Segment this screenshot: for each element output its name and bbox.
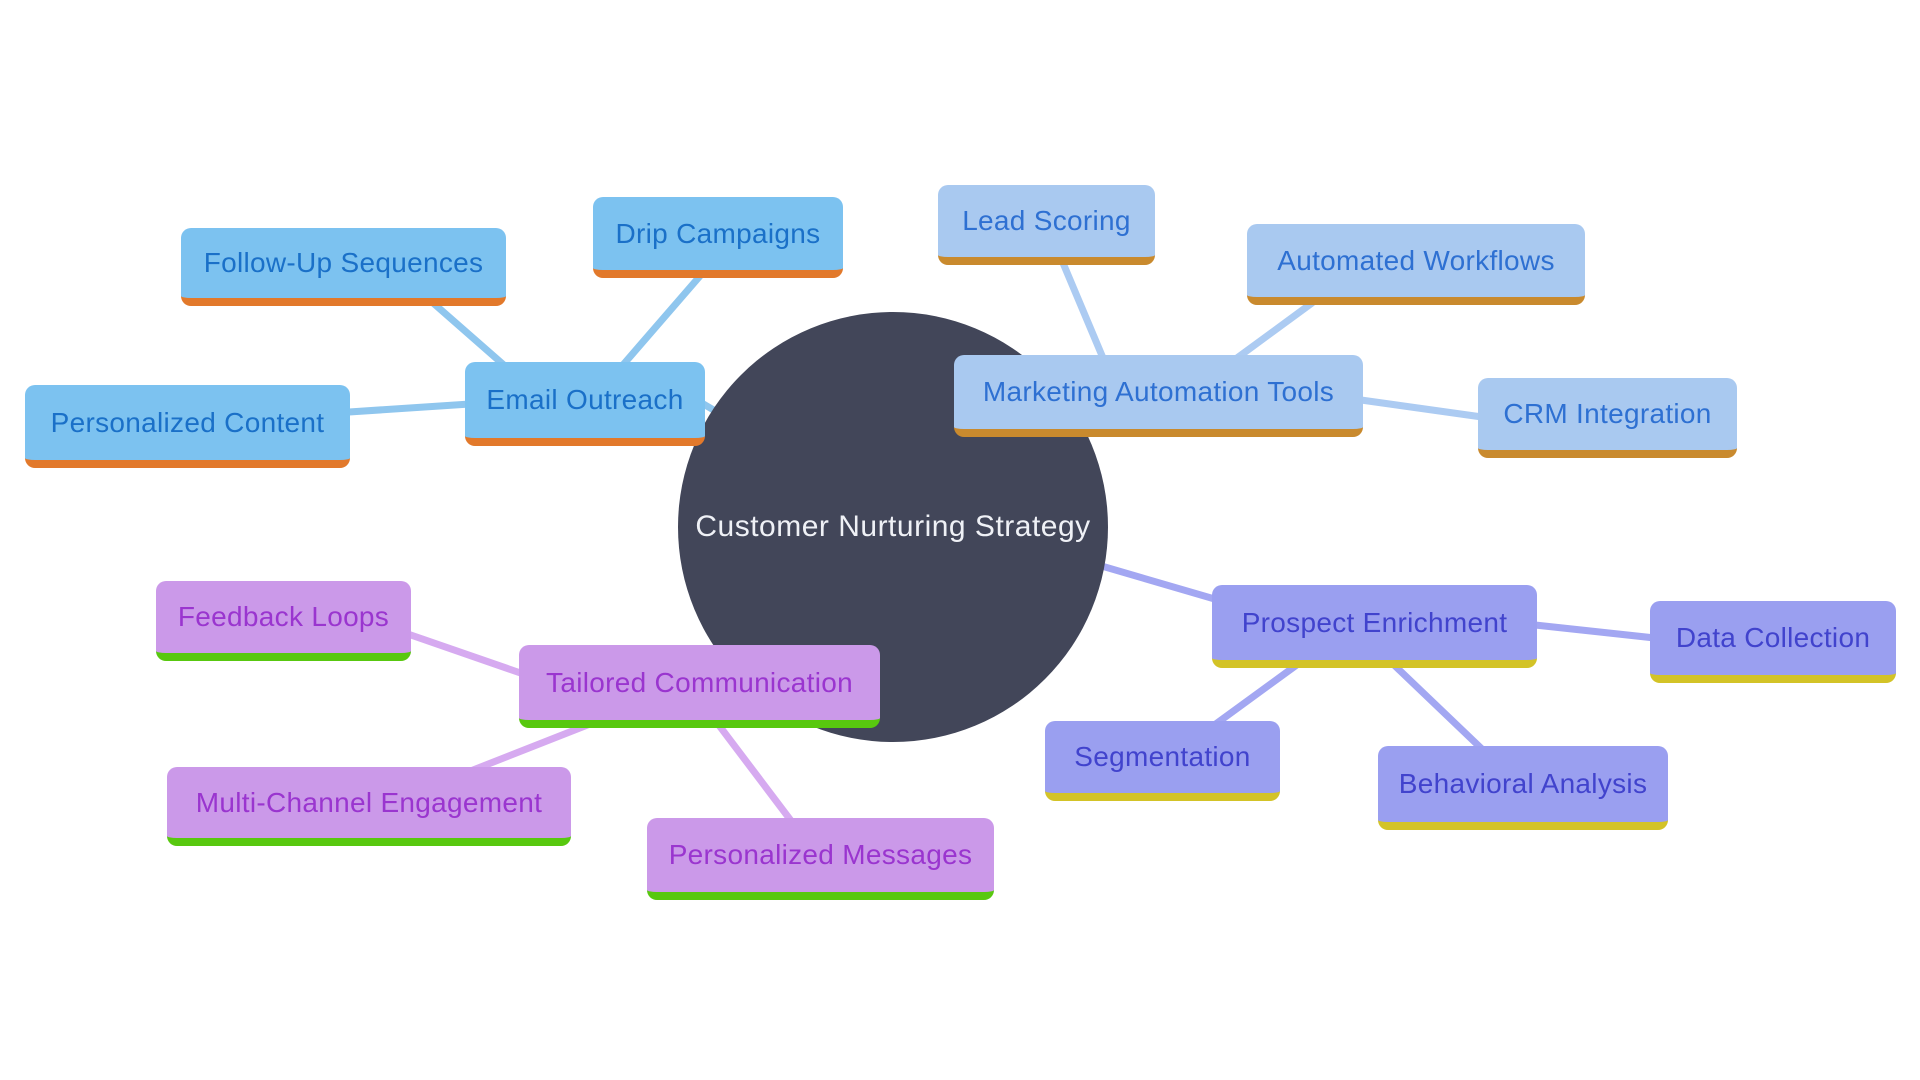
- node-personalized-messages[interactable]: Personalized Messages: [647, 818, 994, 900]
- node-automated-workflows[interactable]: Automated Workflows: [1247, 224, 1585, 305]
- node-data-collection[interactable]: Data Collection: [1650, 601, 1896, 683]
- connector-pros-segmentation: [1209, 660, 1302, 730]
- connector-mkt-crm: [1357, 396, 1486, 421]
- node-tailored-communication[interactable]: Tailored Communication: [519, 645, 880, 728]
- connector-mkt-lead-scoring: [1059, 259, 1107, 362]
- connector-purp-feedback: [401, 629, 539, 682]
- node-feedback-loops[interactable]: Feedback Loops: [156, 581, 411, 661]
- node-lead-scoring[interactable]: Lead Scoring: [938, 185, 1155, 265]
- connector-mkt-automated-workflows: [1233, 299, 1316, 362]
- connector-pros-behavioral: [1389, 660, 1487, 754]
- connector-pros-data-collection: [1531, 621, 1659, 642]
- node-drip-campaigns[interactable]: Drip Campaigns: [593, 197, 843, 278]
- connector-purp-personalized-messages: [714, 720, 796, 826]
- node-behavioral-analysis[interactable]: Behavioral Analysis: [1378, 746, 1668, 830]
- connector-email-drip: [618, 272, 704, 370]
- node-segmentation[interactable]: Segmentation: [1045, 721, 1280, 801]
- node-prospect-enrichment[interactable]: Prospect Enrichment: [1212, 585, 1537, 668]
- connector-purp-multichannel: [464, 720, 594, 776]
- node-follow-up-sequences[interactable]: Follow-Up Sequences: [181, 228, 506, 306]
- node-personalized-content[interactable]: Personalized Content: [25, 385, 350, 468]
- connector-email-followup: [428, 298, 509, 370]
- node-marketing-automation-tools[interactable]: Marketing Automation Tools: [954, 355, 1363, 437]
- node-email-outreach[interactable]: Email Outreach: [465, 362, 705, 446]
- node-multi-channel-engagement[interactable]: Multi-Channel Engagement: [167, 767, 571, 846]
- connector-email-personalized-content: [345, 400, 474, 416]
- central-node-label: Customer Nurturing Strategy: [695, 510, 1091, 543]
- node-crm-integration[interactable]: CRM Integration: [1478, 378, 1737, 458]
